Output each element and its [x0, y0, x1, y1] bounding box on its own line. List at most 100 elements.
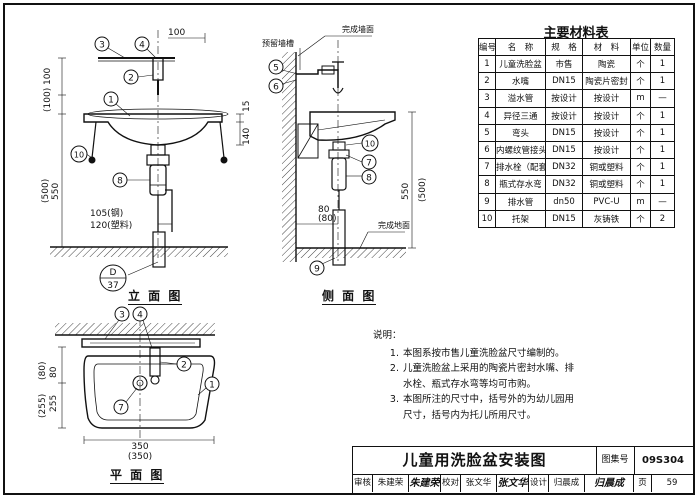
plan-dim-80-paren: (80) — [38, 362, 48, 380]
svg-text:6: 6 — [273, 83, 279, 93]
dim-100-a: 100 — [43, 68, 53, 85]
bottle-trap-side — [332, 141, 346, 151]
elevation-view-label: 立 面 图 — [128, 289, 183, 305]
table-cell: 个 — [630, 123, 651, 142]
callout-10-side — [361, 134, 379, 152]
note-item: 水栓、瓶式存水弯等均可市购。 — [373, 377, 683, 393]
callout-3-plan — [114, 306, 130, 322]
side-dim-550: 550 — [401, 183, 411, 200]
table-cell: 个 — [630, 140, 651, 160]
svg-text:9: 9 — [314, 265, 320, 275]
table-cell: 按设计 — [545, 89, 583, 108]
table-cell: 1 — [650, 54, 675, 74]
notes-section: 说明： 1.本图系按市售儿童洗脸盆尺寸编制的。 2.儿童洗脸盆上采用的陶瓷片密封… — [373, 328, 683, 423]
design-label: 设计 — [529, 475, 549, 492]
plan-dim-80: 80 — [49, 366, 59, 378]
label-reserved-pipe: 预留墙槽 — [262, 38, 294, 48]
dim-100-b: (100) — [43, 88, 53, 112]
table-cell: 弯头 — [495, 123, 546, 142]
svg-text:2: 2 — [181, 361, 187, 371]
svg-text:3: 3 — [119, 311, 125, 321]
table-cell: 按设计 — [582, 106, 631, 125]
materials-table-header: 编号 名 称 规 格 材 料 单位 数量 — [478, 38, 675, 56]
callout-1-elevation — [103, 91, 119, 107]
faucet-plan — [149, 347, 161, 377]
svg-text:4: 4 — [137, 311, 143, 321]
table-cell: 8 — [478, 175, 496, 194]
table-cell: — — [650, 89, 675, 108]
notes-title: 说明： — [373, 330, 402, 341]
svg-text:4: 4 — [139, 41, 145, 51]
table-cell: 市售 — [545, 54, 583, 74]
note-text: 儿童洗脸盆上采用的陶瓷片密封水嘴、排 — [403, 363, 575, 374]
svg-text:8: 8 — [366, 174, 372, 184]
table-cell: 3 — [478, 89, 496, 108]
table-cell: 灰铸铁 — [582, 209, 631, 228]
table-cell: DN15 — [545, 209, 583, 228]
callout-9-side — [309, 260, 325, 276]
table-cell: 按设计 — [545, 106, 583, 125]
svg-text:7: 7 — [366, 159, 372, 169]
check-label: 校对 — [441, 475, 461, 492]
dim-140: 140 — [242, 128, 252, 145]
header-cell: 单位 — [630, 38, 651, 56]
basin-side — [309, 111, 396, 141]
note-number: 3. — [389, 394, 399, 405]
callout-3-elevation — [94, 36, 110, 52]
table-cell: 托架 — [495, 209, 546, 228]
table-cell: 5 — [478, 123, 496, 142]
detail-ref-top: D — [110, 268, 117, 278]
elevation-view: 100 100 (100) 550 (500) 140 15 105(钢) 12… — [41, 28, 252, 292]
note-item: 3.本图所注的尺寸中，括号外的为幼儿园用 — [373, 392, 683, 408]
callout-10-elevation — [70, 145, 88, 163]
side-view: 预留墙槽 完成墙面 完成地面 550 (500) 80 (80) 5 6 10 … — [262, 24, 428, 276]
dim-120: 120(塑料) — [90, 219, 132, 231]
callout-8-elevation — [112, 172, 128, 188]
review-name: 朱建荣 — [373, 475, 409, 492]
dim-15: 15 — [242, 101, 252, 112]
design-name: 归晨成 — [549, 475, 585, 492]
svg-text:1: 1 — [108, 96, 114, 106]
drain-pipe-elevation — [152, 231, 166, 268]
title-block-row: 儿童用洗脸盆安装图 图集号 09S304 — [353, 447, 694, 475]
check-name: 张文华 — [461, 475, 497, 492]
side-dim-80: 80 — [318, 205, 330, 215]
page-number: 59 — [666, 478, 678, 488]
label-finished-floor: 完成地面 — [378, 220, 410, 230]
detail-ref-bottom: 37 — [107, 281, 118, 291]
svg-text:8: 8 — [117, 177, 123, 187]
drawing-sheet — [3, 3, 695, 495]
plan-dim-255: 255 — [49, 395, 59, 412]
svg-text:10: 10 — [365, 140, 375, 149]
note-number — [373, 408, 403, 424]
plan-view-label: 平 面 图 — [110, 468, 165, 484]
header-cell: 规 格 — [545, 38, 583, 56]
table-cell: 9 — [478, 192, 496, 211]
table-cell: 瓶式存水弯 — [495, 175, 546, 194]
table-cell: 1 — [478, 54, 496, 74]
callout-8-side — [361, 169, 377, 185]
table-cell: 2 — [478, 72, 496, 91]
table-cell: 陶瓷片密封 — [582, 72, 631, 91]
callout-6-side — [268, 78, 284, 94]
table-cell: 水嘴 — [495, 72, 546, 91]
table-cell: 1 — [650, 106, 675, 125]
plan-view: 80 (80) 255 (255) 350 (350) 3 4 2 1 7 — [38, 306, 220, 462]
table-cell: DN32 — [545, 175, 583, 194]
table-cell: PVC-U — [582, 192, 631, 211]
table-cell: 排水管 — [495, 192, 546, 211]
title-block-signatures: 审核 朱建荣 朱建荣 校对 张文华 张文华 设计 归晨成 归晨成 页 59 — [353, 475, 694, 492]
note-item: 1.本图系按市售儿童洗脸盆尺寸编制的。 — [373, 346, 683, 362]
table-cell: 个 — [630, 54, 651, 74]
header-cell: 材 料 — [582, 38, 631, 56]
table-cell: 1 — [650, 175, 675, 194]
